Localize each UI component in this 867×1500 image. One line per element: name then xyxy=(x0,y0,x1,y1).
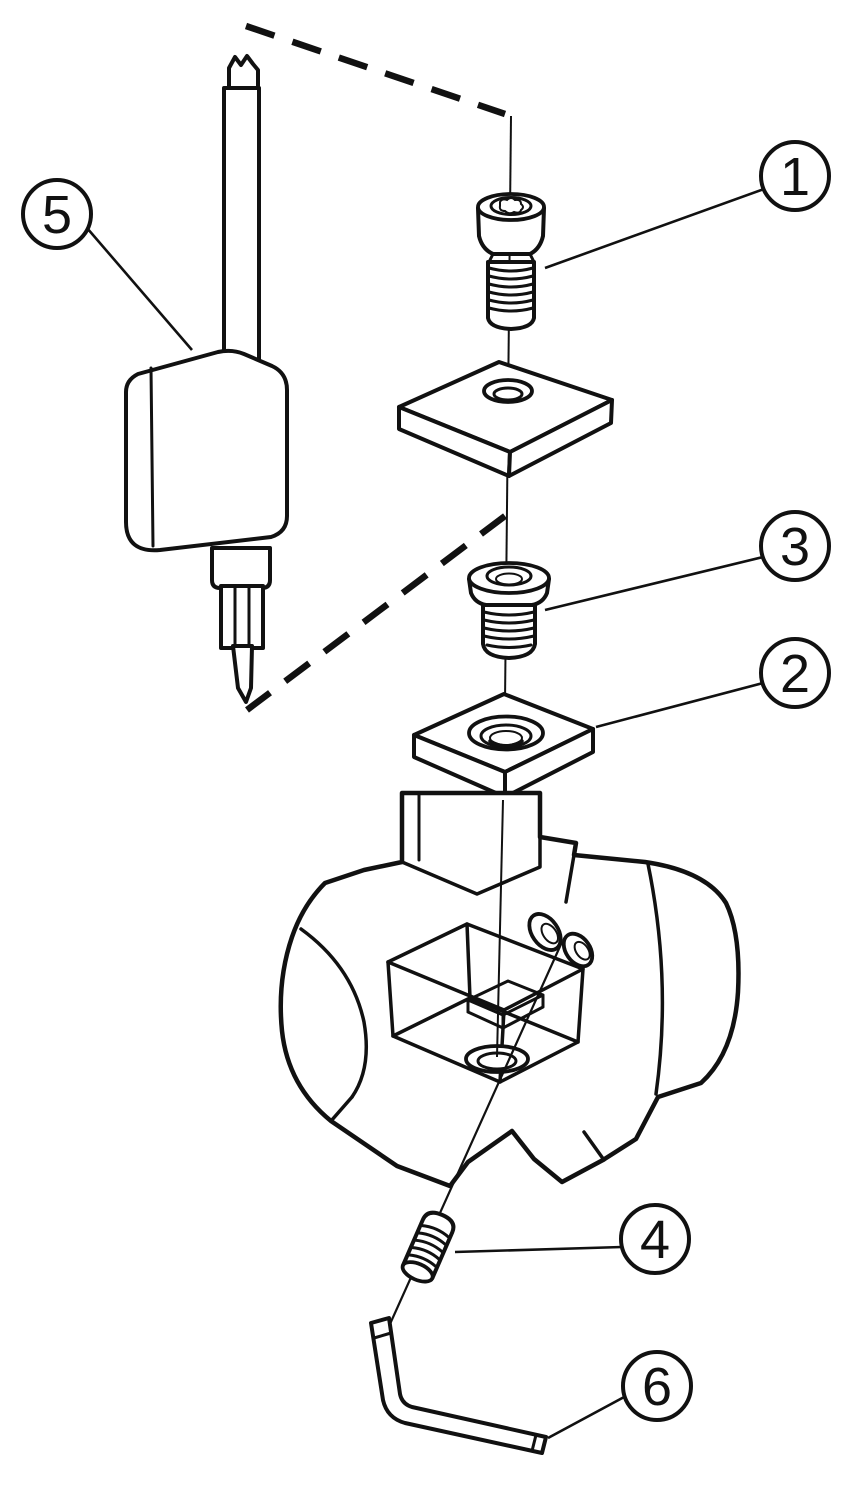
callout-4: 4 xyxy=(454,1203,691,1275)
insert-right-face xyxy=(507,398,614,478)
driver-handle xyxy=(124,348,289,553)
set-screw-hole-1 xyxy=(527,912,563,952)
insert-screw-torx-socket xyxy=(498,197,524,215)
centerline-lower xyxy=(496,799,504,1058)
holder-right-lobe-edge xyxy=(646,862,665,1096)
callout-2-label: 2 xyxy=(780,644,810,704)
insert-screw xyxy=(476,192,546,331)
holder-left-notch-curve xyxy=(299,927,368,1099)
shim-hole-shadow xyxy=(488,739,524,748)
torx-driver xyxy=(124,54,289,704)
shim-right-face xyxy=(503,727,595,799)
callout-5-label: 5 xyxy=(42,185,72,245)
callout-3: 3 xyxy=(544,510,831,612)
shim-seat xyxy=(412,692,595,799)
callout-4-circle xyxy=(619,1203,691,1275)
pocket-boss xyxy=(466,979,545,1030)
callouts: 1 5 3 2 4 6 xyxy=(21,140,831,1440)
callout-6: 6 xyxy=(547,1350,693,1440)
set-screw-end-face xyxy=(400,1260,435,1284)
driver-hex-shank xyxy=(219,584,265,650)
callout-2: 2 xyxy=(595,637,831,729)
callout-5: 5 xyxy=(21,178,193,351)
callout-2-circle xyxy=(759,637,831,709)
holder-outline xyxy=(278,790,741,1189)
holder-bottom-notch xyxy=(582,1130,606,1162)
callout-5-circle xyxy=(21,178,93,250)
hex-key xyxy=(369,1316,548,1455)
set-screw-hole-2 xyxy=(561,931,595,969)
hex-key-top-facet xyxy=(372,1331,393,1340)
shim-screw xyxy=(467,561,551,660)
callout-3-circle xyxy=(759,510,831,582)
pocket-wall-edges xyxy=(386,922,585,1084)
callout-4-label: 4 xyxy=(640,1210,670,1270)
driver-motion-dashed-lines xyxy=(244,22,507,713)
driver-collar xyxy=(210,546,272,590)
callout-6-circle xyxy=(621,1350,693,1422)
tool-holder-body xyxy=(278,790,741,1189)
holder-ledge xyxy=(400,835,542,896)
driver-shaft xyxy=(222,86,261,366)
set-screw-threads xyxy=(407,1224,451,1269)
shim-screw-threads xyxy=(482,610,536,649)
set-screw xyxy=(400,1210,456,1284)
cutting-insert xyxy=(397,360,614,478)
callout-6-label: 6 xyxy=(642,1357,672,1417)
holder-left-notch-join xyxy=(329,1095,354,1123)
callout-1: 1 xyxy=(544,140,831,270)
insert-hole-inner xyxy=(492,386,524,402)
callout-3-label: 3 xyxy=(780,517,810,577)
insert-screw-threads xyxy=(487,266,535,313)
driver-rod xyxy=(231,644,254,704)
holder-step-edge xyxy=(564,853,576,904)
hex-key-end-facet xyxy=(530,1433,538,1453)
shim-screw-socket-bore xyxy=(495,572,523,586)
shim-hole-countersink xyxy=(467,714,545,752)
callout-1-label: 1 xyxy=(780,147,810,207)
driver-hex-facets xyxy=(233,586,251,648)
pocket-floor xyxy=(391,996,580,1084)
callout-1-circle xyxy=(759,140,831,212)
hex-key-body xyxy=(369,1316,548,1455)
driver-tip xyxy=(227,54,260,94)
driver-handle-edge xyxy=(149,366,155,548)
